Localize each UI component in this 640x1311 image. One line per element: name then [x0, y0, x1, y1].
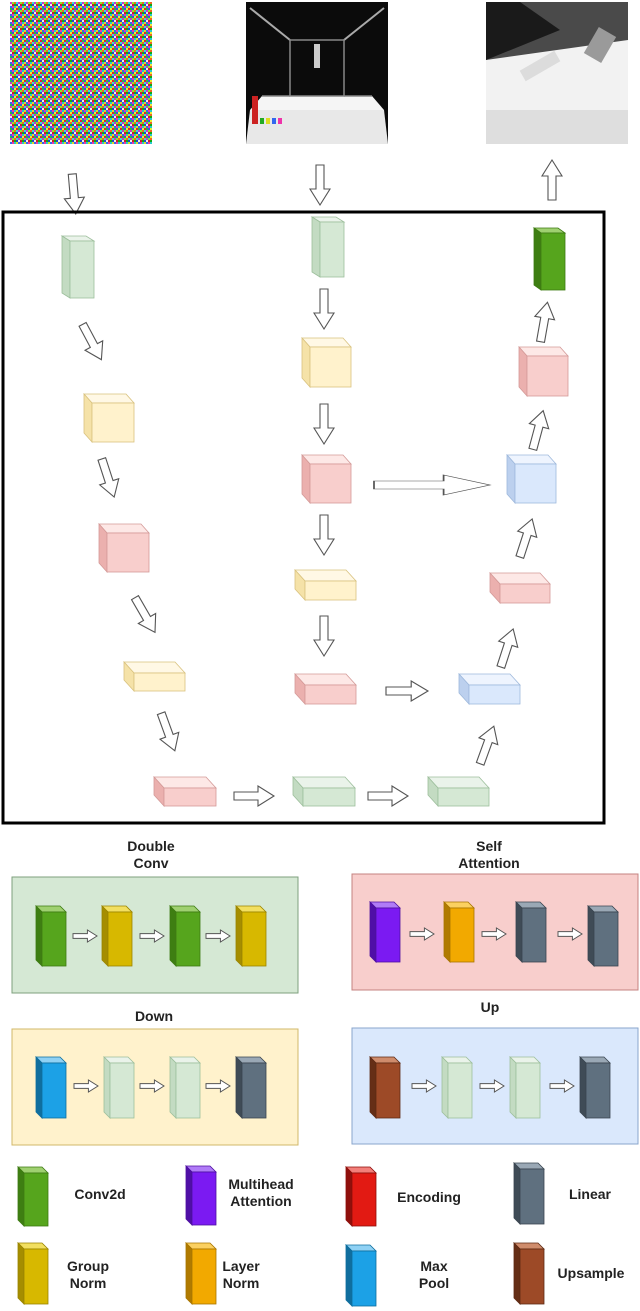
legend-maxpool-icon — [345, 1244, 377, 1307]
legend-conv2d-icon — [17, 1166, 49, 1227]
arrow-r2 — [496, 627, 519, 669]
legend-layernorm-label: Layer Norm — [222, 1258, 260, 1291]
up-arrow-1 — [411, 1079, 437, 1093]
double-conv-title: Double Conv — [127, 838, 175, 871]
arrow-skip-1 — [373, 474, 492, 496]
up-title: Up — [480, 999, 500, 1015]
sa-linear-2 — [587, 905, 619, 967]
down-arrow-3 — [205, 1079, 231, 1093]
mid-down-block-1 — [301, 336, 352, 389]
right-up-block-2 — [506, 453, 557, 505]
dc-groupnorm-2 — [235, 905, 267, 967]
right-attn-block-2 — [518, 345, 569, 398]
down-arrow-1 — [73, 1079, 99, 1093]
dc-conv2d-2 — [169, 905, 201, 967]
sa-arrow-3 — [557, 927, 583, 941]
arrow-out — [541, 158, 563, 201]
legend-groupnorm-icon — [17, 1242, 49, 1305]
down-title: Down — [134, 1008, 174, 1024]
down-maxpool — [35, 1056, 67, 1119]
down-linear — [235, 1056, 267, 1119]
sa-linear-1 — [515, 901, 547, 963]
legend-conv2d-label: Conv2d — [74, 1186, 126, 1202]
arrow-m1 — [313, 288, 335, 331]
bottleneck-block-2 — [427, 775, 490, 808]
up-upsample — [369, 1056, 401, 1119]
arrow-r4 — [528, 409, 550, 452]
arrow-l4 — [156, 711, 180, 752]
legend-encoding-icon — [345, 1166, 377, 1227]
scene-image-output — [486, 2, 628, 144]
arrow-b1 — [233, 785, 276, 807]
arrow-l1 — [78, 321, 104, 361]
right-up-block-1 — [458, 672, 521, 706]
sa-multihead — [369, 901, 401, 963]
sa-arrow-2 — [481, 927, 507, 941]
arrow-m4 — [313, 615, 335, 658]
legend-linear-label: Linear — [568, 1186, 611, 1202]
bottom-attn-block — [153, 775, 217, 808]
up-linear — [579, 1056, 611, 1119]
down-doubleconv-1 — [103, 1056, 135, 1119]
mid-attn-block-2 — [294, 672, 357, 706]
arrow-l2 — [97, 457, 120, 499]
legend-multihead-icon — [185, 1165, 217, 1226]
arrow-m3 — [313, 514, 335, 557]
arrow-m2 — [313, 403, 335, 446]
dc-arrow-3 — [205, 929, 231, 943]
arrow-r1 — [475, 725, 499, 766]
legend-upsample-icon — [513, 1242, 545, 1305]
arrow-l3 — [130, 594, 157, 634]
arrow-skip-2 — [385, 680, 430, 702]
self-attention-title: Self Attention — [458, 838, 520, 871]
mid-down-block-2 — [294, 568, 357, 602]
right-attn-block-1 — [489, 571, 551, 605]
dc-groupnorm-1 — [101, 905, 133, 967]
legend-encoding-label: Encoding — [397, 1189, 461, 1205]
down-arrow-2 — [139, 1079, 165, 1093]
legend-multihead-label: Multihead Attention — [228, 1176, 294, 1209]
legend-layernorm-icon — [185, 1242, 217, 1305]
up-arrow-3 — [549, 1079, 575, 1093]
mid-conv-block — [310, 216, 346, 278]
up-arrow-2 — [479, 1079, 505, 1093]
noise-image — [10, 2, 152, 144]
left-conv-block — [60, 235, 96, 299]
unet-frame — [1, 210, 606, 825]
arrow-r3 — [515, 517, 538, 559]
legend-groupnorm-label: Group Norm — [67, 1258, 109, 1291]
sa-arrow-1 — [409, 927, 435, 941]
legend-upsample-label: Upsample — [557, 1265, 625, 1281]
scene-image-input — [246, 2, 388, 144]
left-down-block-2 — [123, 660, 186, 693]
arrow-b2 — [367, 785, 410, 807]
left-attn-block-1 — [98, 522, 150, 574]
arrow-noise-in — [63, 173, 86, 215]
bottleneck-block-1 — [292, 775, 356, 808]
sa-layernorm — [443, 901, 475, 963]
legend-linear-icon — [513, 1162, 545, 1225]
down-doubleconv-2 — [169, 1056, 201, 1119]
legend-maxpool-label: Max Pool — [418, 1258, 450, 1291]
up-doubleconv-2 — [509, 1056, 541, 1119]
arrow-scene-in — [309, 164, 331, 207]
left-down-block-1 — [83, 392, 135, 444]
output-conv-block — [532, 227, 567, 291]
dc-arrow-1 — [72, 929, 98, 943]
up-doubleconv-1 — [441, 1056, 473, 1119]
arrow-r5 — [533, 301, 556, 344]
dc-arrow-2 — [139, 929, 165, 943]
mid-attn-block-1 — [301, 453, 352, 505]
dc-conv2d-1 — [35, 905, 67, 967]
